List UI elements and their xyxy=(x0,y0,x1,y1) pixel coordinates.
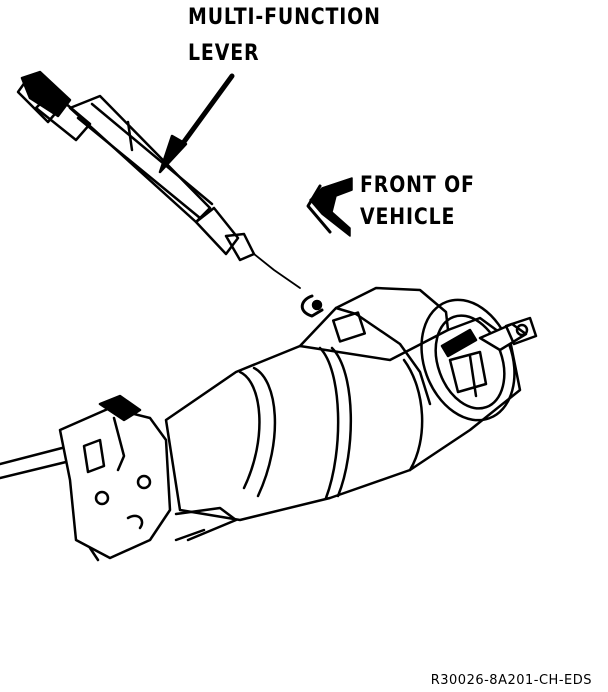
front-direction-arrow xyxy=(306,177,353,237)
lever-callout-arrow xyxy=(158,73,235,174)
lever-label-line1: MULTI-FUNCTION xyxy=(188,5,381,30)
figure-code: R30026-8A201-CH-EDS xyxy=(430,673,592,688)
lower-bracket xyxy=(0,394,238,562)
front-label-line2: VEHICLE xyxy=(360,205,456,230)
front-label-line1: FRONT OF xyxy=(360,173,475,198)
lever-label-line2: LEVER xyxy=(188,41,260,66)
multi-function-lever xyxy=(16,70,301,289)
steering-column-housing xyxy=(164,286,538,522)
retainer-clip xyxy=(300,294,324,318)
